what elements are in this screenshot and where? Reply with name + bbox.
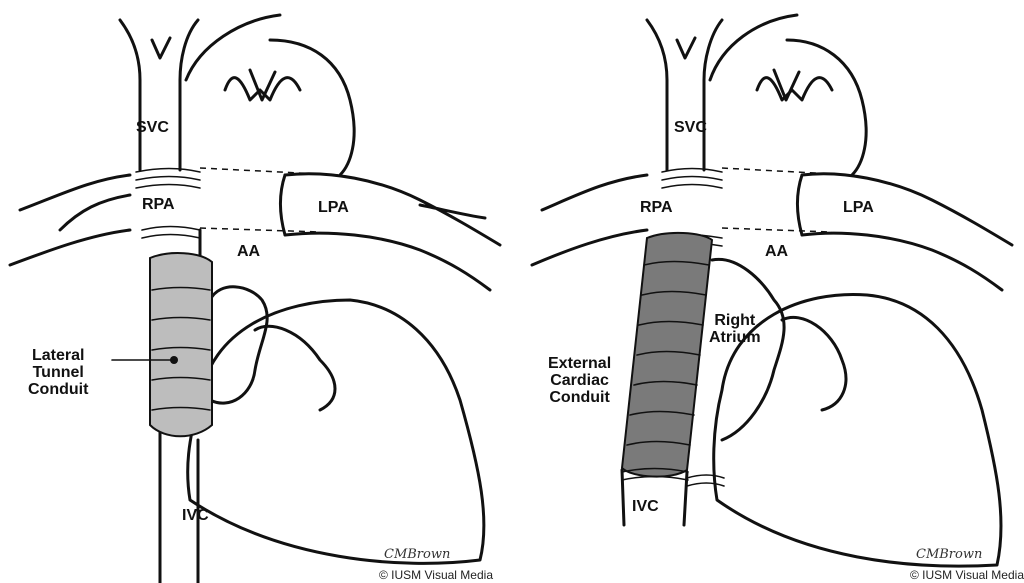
label-svc: SVC: [136, 119, 169, 136]
label-aa: AA: [765, 243, 788, 260]
right-atrium: [210, 287, 267, 403]
artist-signature: CMBrown: [384, 547, 450, 562]
ventricle-detail: [255, 326, 335, 410]
copyright-notice: © IUSM Visual Media: [379, 568, 493, 582]
label-line: Conduit: [28, 381, 88, 398]
label-line: External: [548, 355, 611, 372]
label-rpa: RPA: [142, 196, 175, 213]
label-svc: SVC: [674, 119, 707, 136]
label-line: Lateral: [28, 347, 88, 364]
label-ivc: IVC: [182, 507, 209, 524]
svc-vessel: [120, 20, 198, 170]
label-right-atrium: Right Atrium: [709, 312, 761, 346]
anastomosis-upper: [136, 169, 200, 189]
label-lateral-tunnel-conduit: Lateral Tunnel Conduit: [28, 347, 88, 398]
rpa-vessel: [532, 175, 647, 265]
rpa-vessel: [10, 175, 130, 265]
anastomosis-upper: [662, 169, 722, 189]
anastomosis-lower: [142, 227, 200, 239]
copyright-notice: © IUSM Visual Media: [910, 568, 1024, 582]
label-ivc: IVC: [632, 498, 659, 515]
label-line: Conduit: [548, 389, 611, 406]
label-line: Tunnel: [28, 364, 88, 381]
dashed-line-lower: [200, 228, 320, 232]
aorta-notch: [774, 70, 799, 100]
label-external-cardiac-conduit: External Cardiac Conduit: [548, 355, 611, 406]
label-line: Atrium: [709, 329, 761, 346]
label-line: Cardiac: [548, 372, 611, 389]
dashed-line-upper: [722, 168, 852, 175]
heart-outline: [188, 300, 484, 563]
lpa-vessel: [285, 174, 500, 290]
label-rpa: RPA: [640, 199, 673, 216]
label-lpa: LPA: [318, 199, 349, 216]
label-lpa: LPA: [843, 199, 874, 216]
heart-illustration-external-conduit: [512, 0, 1024, 583]
pa-trunk: [280, 175, 285, 235]
conduit-leader-dot: [170, 356, 178, 364]
artist-signature: CMBrown: [916, 547, 982, 562]
right-atrium: [712, 259, 784, 440]
label-aa: AA: [237, 243, 260, 260]
heart-illustration-lateral-tunnel: [0, 0, 512, 583]
svc-vessel: [647, 20, 722, 170]
svc-notch: [152, 38, 170, 58]
dashed-line-lower: [722, 228, 832, 232]
aorta: [186, 15, 354, 280]
lpa-vessel: [802, 174, 1012, 290]
svc-notch: [677, 38, 695, 58]
ventricle-detail: [782, 317, 846, 410]
external-conduit-diagram: SVC RPA LPA AA IVC Right Atrium External…: [512, 0, 1024, 583]
pa-trunk: [797, 175, 802, 235]
lateral-tunnel-diagram: SVC RPA LPA AA IVC Lateral Tunnel Condui…: [0, 0, 512, 583]
label-line: Right: [709, 312, 761, 329]
